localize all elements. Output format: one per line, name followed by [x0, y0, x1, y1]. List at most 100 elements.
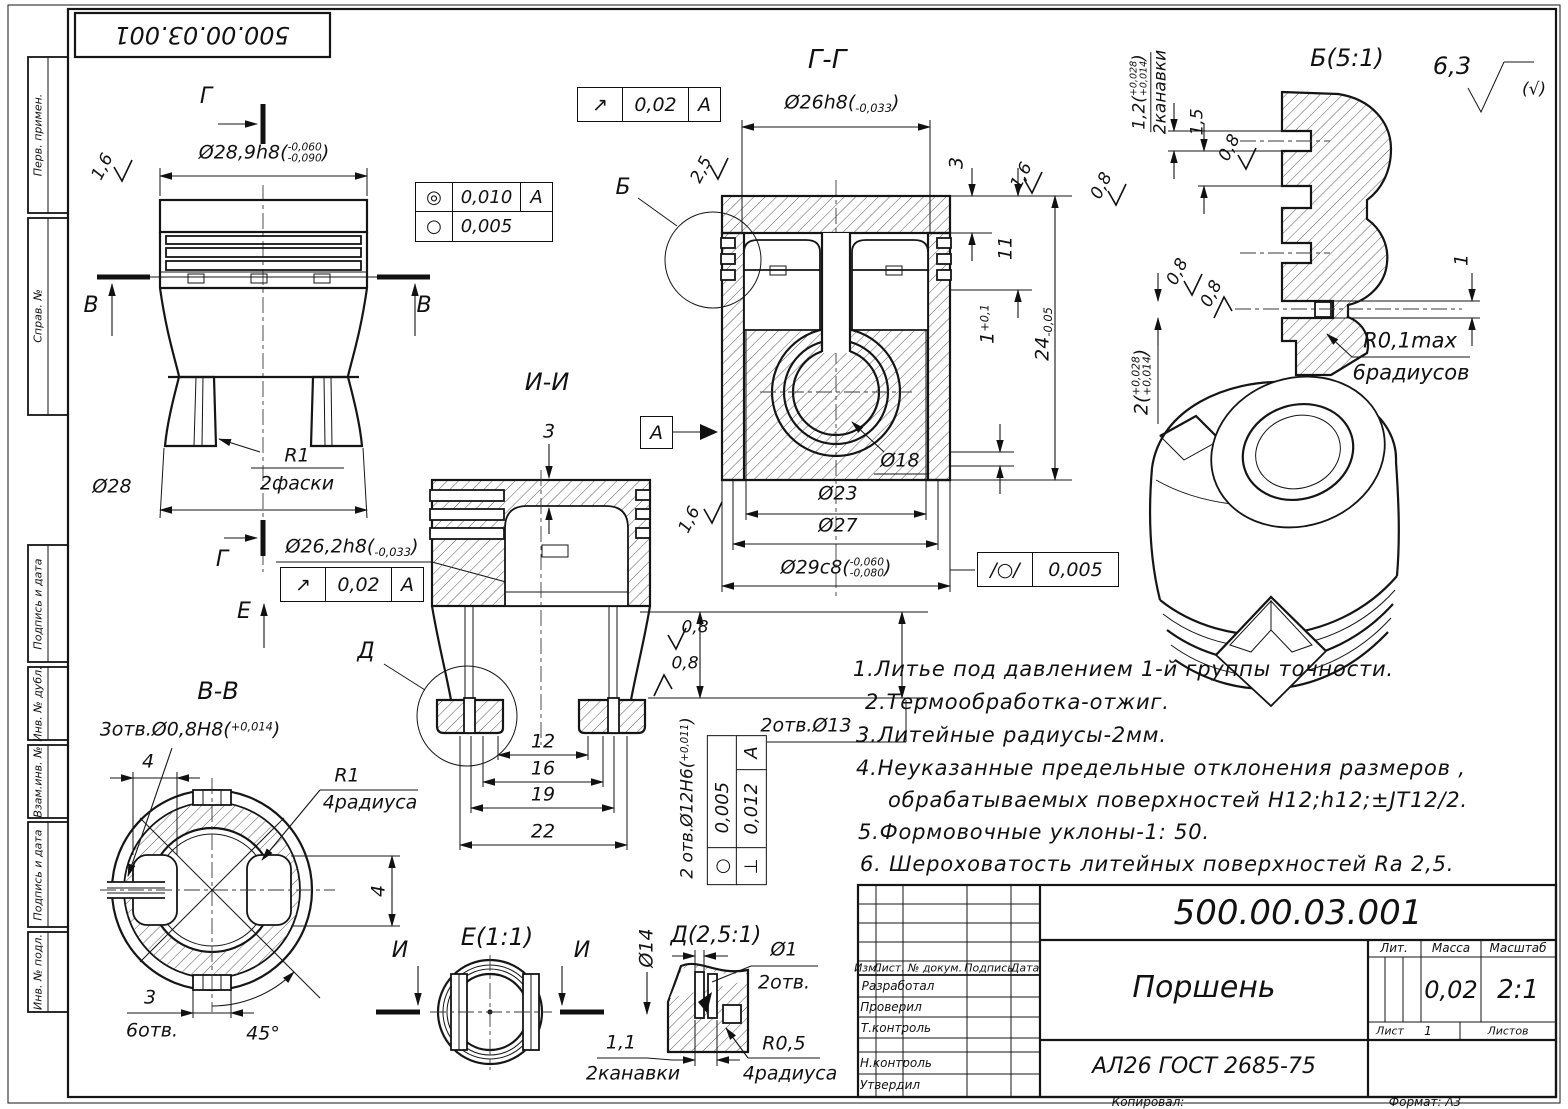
radius-label-r05: R0,5: [762, 1032, 806, 1055]
title-col-date: Дата: [1010, 961, 1040, 975]
tol-single: +0,011: [679, 723, 691, 762]
title-mass-value: 0,02: [1424, 976, 1478, 1004]
dim-label-1: 1+0,1: [976, 304, 999, 344]
note-line-1: 1.Литье под давлением 1-й группы точност…: [853, 657, 1394, 681]
dim-close: ): [892, 91, 900, 114]
fraction: 1,2(+0,028+0,014) 2канавки: [1128, 50, 1170, 134]
dim-text: Ø28,9h8(: [198, 141, 288, 164]
tol-lower: -0,080: [849, 567, 884, 580]
gdt-datum: А: [688, 88, 720, 121]
dim-label-d23: Ø23: [818, 482, 858, 505]
radius-label-r1-vv: R1: [334, 764, 360, 787]
tol-single: -0,05: [1041, 307, 1055, 337]
main-front-view: [97, 104, 529, 648]
title-col-doc: № докум.: [907, 961, 963, 975]
title-row-checked: Проверил: [860, 1000, 922, 1014]
gdt-roundness-icon: ○: [426, 216, 442, 238]
dim-label-d27: Ø27: [818, 514, 858, 537]
section-mark-g-top: Г: [199, 84, 213, 109]
dim-label-3otv-d08: 3отв.Ø0,8Н8(+0,014): [99, 718, 281, 741]
note-line-2: 2.Термообработка-отжиг.: [865, 690, 1170, 714]
gdt-concentricity-icon: ◎: [426, 187, 442, 208]
frame-label-inv-dubl: Инв. № дубл.: [31, 666, 45, 742]
roughness-label-08-up: 0,8: [681, 617, 709, 638]
gdt-value: 0,012: [737, 769, 767, 849]
cut-mark-v-left: В: [83, 293, 99, 318]
dim-text: 2 отв.Ø12Н6(: [677, 761, 698, 879]
dim-label-6otv: 6отв.: [125, 1019, 179, 1042]
radius-label-2faski: 2фаски: [259, 472, 335, 495]
dim-close: ): [1129, 54, 1150, 61]
dim-label-d1: Ø1: [770, 938, 798, 961]
dim-label-3-vv: 3: [143, 986, 157, 1009]
gdt-value: 0,005: [452, 212, 520, 242]
tolerance-stack: -0,060-0,090: [288, 141, 322, 164]
dim-label-d26h8: Ø26h8(-0,033): [784, 91, 900, 115]
dim-label-15: 1,5: [1187, 108, 1208, 136]
title-col-list: Лист.: [873, 961, 905, 975]
section-vv-view: [100, 747, 418, 1018]
dim-label-d28-9: Ø28,9h8(-0,060-0,090): [198, 141, 330, 164]
dim-label-d28: Ø28: [92, 475, 132, 498]
title-sheet-label: Лист: [1376, 1024, 1404, 1038]
frame-label-vzam-inv: Взам.инв. №: [31, 746, 45, 818]
gdt-value: 0,005: [1032, 553, 1118, 586]
title-col-izm: Изм.: [854, 961, 880, 975]
dim-label-4-right: 4: [367, 884, 390, 898]
general-roughness-alt: (√): [1521, 79, 1547, 100]
title-row-ncontrol: Н.контроль: [860, 1056, 932, 1070]
cut-mark-i-right: И: [573, 938, 591, 963]
title-row-developed: Разработал: [861, 979, 935, 993]
dim-label-22: 22: [530, 820, 556, 843]
note-line-7: 6. Шероховатость литейных поверхностей R…: [860, 852, 1455, 876]
dim-text: 1: [976, 331, 999, 344]
section-mark-g-bottom: Г: [215, 547, 229, 572]
gdt-value: 0,02: [325, 568, 391, 601]
dim-text: 2(: [1130, 395, 1153, 416]
frame-label-inv-podl: Инв. № подл.: [31, 934, 45, 1010]
tol-single: -0,033: [374, 545, 412, 559]
dim-label-d26-2: Ø26,2h8(-0,033): [285, 535, 419, 559]
dim-label-d14: Ø14: [635, 928, 658, 968]
dim-label-11-d: 1,1: [605, 1031, 637, 1054]
cut-mark-i-left: И: [391, 938, 409, 963]
section-title-gg: Г-Г: [807, 45, 847, 75]
dim-label-45deg: 45°: [246, 1022, 280, 1045]
cut-mark-v-right: В: [416, 293, 432, 318]
gdt-cylindricity-icon: /○/: [990, 558, 1020, 581]
title-material: АЛ26 ГОСТ 2685-75: [1092, 1054, 1316, 1079]
gdt-value: 0,010: [452, 183, 520, 212]
detail-title-e: Е(1:1): [460, 923, 534, 951]
tolerance-stack: -0,060-0,080: [849, 556, 884, 580]
gdt-perpendicularity-icon: ⊥: [741, 858, 763, 875]
dim-label-2kanavki: 2канавки: [585, 1062, 681, 1085]
tol-single: +0,014: [230, 719, 273, 734]
dim-close: ): [1130, 348, 1153, 357]
dim-label-groove-12: 1,2(+0,028+0,014) 2канавки: [1128, 50, 1170, 134]
frame-label-sprav-no: Справ. №: [31, 289, 45, 343]
dim-label-d29c8: Ø29c8(-0,060-0,080): [781, 556, 892, 580]
tol-lower: +0,014: [1138, 60, 1150, 97]
dim-label-3-gg: 3: [945, 156, 968, 170]
detail-title-b: Б(5:1): [1310, 44, 1384, 72]
section-title-ii: И-И: [524, 368, 570, 396]
dim-text: Ø26,2h8(: [285, 535, 375, 558]
title-block-lines: [856, 883, 1558, 1099]
datum-flag-a: А: [640, 416, 673, 449]
gdt-runout-icon: ↗: [592, 93, 608, 116]
dim-text: 3отв.Ø0,8Н8(: [99, 718, 231, 741]
dim-text: Ø26h8(: [784, 91, 856, 114]
dim-label-11: 11: [994, 235, 1017, 261]
section-ii-view: [383, 424, 928, 850]
border-frame: [7, 4, 1561, 1104]
title-scale-value: 2:1: [1497, 975, 1539, 1005]
dim-label-19: 19: [530, 783, 556, 806]
radius-label-6radiusov: 6радиусов: [1352, 360, 1470, 385]
detail-d-view: [597, 950, 820, 1066]
note-line-3: 3.Литейные радиусы-2мм.: [856, 723, 1167, 747]
gdt-value: 0,02: [622, 88, 688, 121]
radius-label-4radiusa-d: 4радиуса: [742, 1062, 838, 1085]
frame-label-perv-primen: Перв. примен.: [31, 93, 45, 177]
radius-label-r1: R1: [284, 444, 310, 467]
